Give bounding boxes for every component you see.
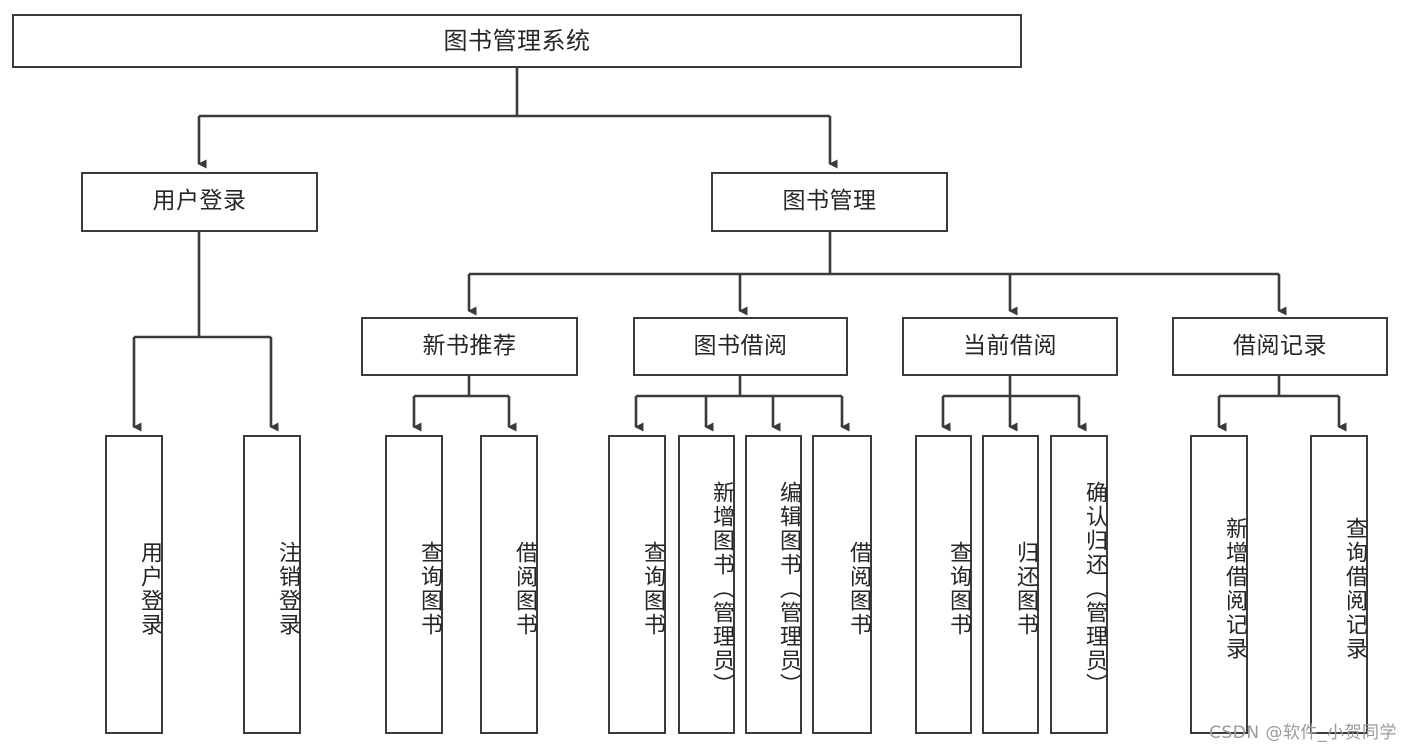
leaf-label: 归还图书 bbox=[1013, 540, 1038, 637]
leaf-record-add-record[interactable]: 新增借阅记录 bbox=[1190, 435, 1248, 734]
leaf-label: 借阅图书 bbox=[846, 540, 871, 637]
leaf-current-confirm-return-admin[interactable]: 确认归还（管理员） bbox=[1050, 435, 1108, 734]
node-root-system[interactable]: 图书管理系统 bbox=[12, 14, 1022, 68]
leaf-recommend-borrow-book[interactable]: 借阅图书 bbox=[480, 435, 538, 734]
csdn-watermark: CSDN @软件_小贺同学 bbox=[1209, 723, 1397, 743]
leaf-user-login-logout[interactable]: 注销登录 bbox=[243, 435, 301, 734]
leaf-borrow-add-book-admin[interactable]: 新增图书（管理员） bbox=[678, 435, 735, 734]
leaf-borrow-query-book[interactable]: 查询图书 bbox=[608, 435, 666, 734]
node-current-borrow[interactable]: 当前借阅 bbox=[902, 317, 1118, 376]
node-user-login[interactable]: 用户登录 bbox=[81, 172, 318, 232]
node-book-borrow[interactable]: 图书借阅 bbox=[633, 317, 848, 376]
leaf-record-query-record[interactable]: 查询借阅记录 bbox=[1310, 435, 1368, 734]
leaf-user-login-login[interactable]: 用户登录 bbox=[105, 435, 163, 734]
leaf-borrow-edit-book-admin[interactable]: 编辑图书（管理员） bbox=[745, 435, 802, 734]
leaf-borrow-borrow-book[interactable]: 借阅图书 bbox=[812, 435, 872, 734]
leaf-label: 查询图书 bbox=[640, 540, 665, 637]
leaf-label: 查询图书 bbox=[946, 540, 971, 637]
leaf-label: 查询借阅记录 bbox=[1342, 516, 1367, 661]
leaf-current-return-book[interactable]: 归还图书 bbox=[982, 435, 1039, 734]
leaf-label: 编辑图书（管理员） bbox=[776, 480, 801, 697]
leaf-label: 借阅图书 bbox=[512, 540, 537, 637]
node-borrow-record[interactable]: 借阅记录 bbox=[1172, 317, 1388, 376]
leaf-label: 确认归还（管理员） bbox=[1082, 480, 1107, 697]
leaf-label: 查询图书 bbox=[417, 540, 442, 637]
leaf-label: 用户登录 bbox=[137, 540, 162, 637]
leaf-recommend-query-book[interactable]: 查询图书 bbox=[385, 435, 443, 734]
node-book-management[interactable]: 图书管理 bbox=[711, 172, 948, 232]
leaf-current-query-book[interactable]: 查询图书 bbox=[915, 435, 972, 734]
leaf-label: 新增图书（管理员） bbox=[709, 480, 734, 697]
node-new-book-recommend[interactable]: 新书推荐 bbox=[361, 317, 578, 376]
leaf-label: 新增借阅记录 bbox=[1222, 516, 1247, 661]
leaf-label: 注销登录 bbox=[275, 540, 300, 637]
